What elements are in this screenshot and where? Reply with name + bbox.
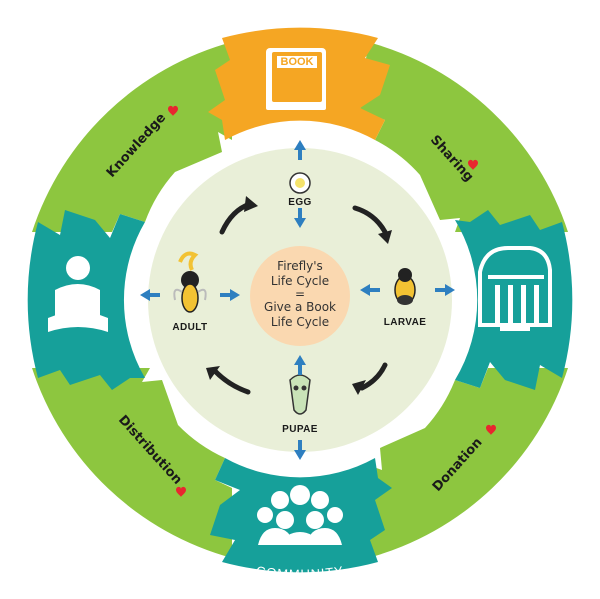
cycle-arrow-larvae-to-pupae bbox=[359, 362, 388, 391]
segment-knowledge bbox=[32, 42, 232, 232]
drop-center-label: DROP CENTER bbox=[571, 245, 591, 354]
adult-firefly-icon bbox=[173, 251, 207, 313]
give-a-book-label: GIVE A BOOK bbox=[251, 9, 348, 28]
egg-icon bbox=[289, 172, 311, 194]
heart-icon bbox=[176, 486, 186, 497]
blue-arrow-pupae-up bbox=[294, 355, 306, 375]
blue-arrow-adult-right bbox=[220, 289, 240, 301]
book-icon: BOOK bbox=[266, 48, 326, 110]
center-line-2: Life Cycle bbox=[271, 274, 329, 288]
arrowhead-icon bbox=[206, 366, 220, 380]
segment-donation bbox=[368, 368, 568, 558]
center-line-3: Give a Book bbox=[264, 300, 336, 314]
segment-sharing bbox=[360, 42, 568, 232]
segment-community bbox=[210, 458, 392, 573]
center-disc bbox=[250, 246, 350, 346]
larva-icon bbox=[394, 268, 416, 305]
blue-arrow-larvae-right bbox=[435, 284, 455, 296]
arrowhead-icon bbox=[244, 196, 258, 212]
blue-arrow-larvae-left bbox=[360, 284, 380, 296]
arrowhead-icon bbox=[378, 230, 392, 244]
adult-label: ADULT bbox=[172, 322, 207, 333]
cycle-arrow-pupae-to-adult bbox=[211, 367, 251, 395]
heart-icon bbox=[486, 424, 496, 435]
heart-icon bbox=[468, 159, 478, 170]
community-icon bbox=[257, 485, 343, 545]
blue-arrow-pupae-down bbox=[294, 440, 306, 460]
outer-wheel bbox=[27, 27, 573, 573]
larvae-label: LARVAE bbox=[384, 317, 427, 328]
blue-arrow-adult-left bbox=[140, 289, 160, 301]
segment-drop-center bbox=[455, 210, 573, 390]
reader-label: READER bbox=[9, 269, 26, 331]
cycle-arrow-egg-to-larvae bbox=[352, 205, 388, 235]
blue-arrow-egg-down bbox=[294, 208, 306, 228]
center-line-4: Life Cycle bbox=[271, 315, 329, 329]
svg-text:BOOK: BOOK bbox=[281, 56, 314, 68]
segment-distribution bbox=[32, 368, 232, 558]
center-line-1: Firefly's bbox=[277, 259, 323, 273]
pupa-icon bbox=[289, 374, 311, 415]
center-equals: = bbox=[295, 287, 305, 301]
reader-icon bbox=[48, 256, 108, 332]
community-label: COMMUNITY bbox=[255, 563, 345, 582]
mailbox-icon bbox=[478, 246, 552, 331]
pupae-label: PUPAE bbox=[282, 424, 318, 435]
arrowhead-icon bbox=[352, 380, 366, 395]
heart-icon bbox=[168, 105, 178, 116]
egg-label: EGG bbox=[288, 197, 311, 208]
blue-arrow-egg-up bbox=[294, 140, 306, 160]
